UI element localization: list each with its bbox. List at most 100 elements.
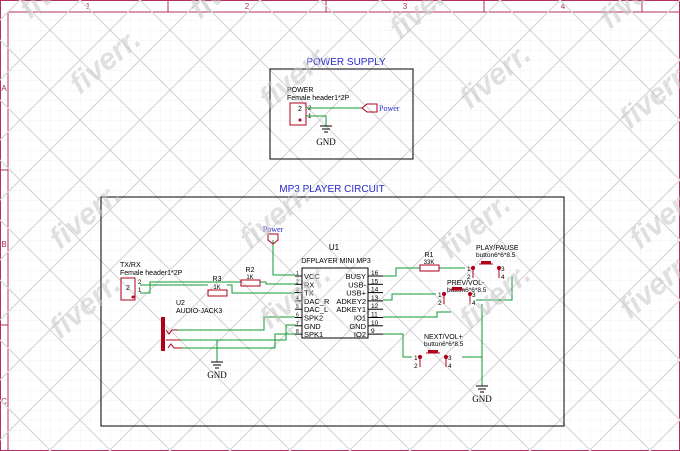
module-right-pin-num-13: 13 bbox=[371, 295, 379, 302]
power-supply-box bbox=[269, 68, 414, 160]
r2-ref: R2 bbox=[246, 267, 255, 274]
module-right-pin-name-14: USB+ bbox=[346, 289, 366, 298]
r3-ref: R3 bbox=[213, 276, 222, 283]
column-label-1: 1 bbox=[86, 2, 91, 11]
r3-body bbox=[207, 289, 228, 297]
txrx-header-pin-dot bbox=[131, 295, 135, 299]
button-1-pin-2: 2 bbox=[438, 300, 442, 307]
power-connector-pin-dot bbox=[298, 118, 302, 122]
txrx-header-pin-2-right: 2 bbox=[138, 280, 142, 286]
mp3-circuit-title: MP3 PLAYER CIRCUIT bbox=[279, 184, 384, 195]
txrx-header-value: Female header1*2P bbox=[120, 270, 183, 277]
jack-ref: U2 bbox=[176, 300, 185, 307]
module-ref: U1 bbox=[329, 243, 340, 252]
button-0-pin-1: 1 bbox=[467, 266, 471, 273]
r1-ref: R1 bbox=[425, 252, 434, 259]
module-right-pin-num-14: 14 bbox=[371, 287, 379, 294]
r2-body bbox=[240, 279, 261, 287]
module-right-pin-name-10: GND bbox=[349, 322, 366, 331]
button-0-pin-3: 3 bbox=[501, 266, 505, 273]
frame-labels: 1 2 3 4 A B C bbox=[1, 2, 566, 406]
power-connector-ref: POWER bbox=[287, 87, 313, 94]
module-right-pin-name-13: ADKEY2 bbox=[336, 297, 366, 306]
power-supply-title: POWER SUPPLY bbox=[306, 57, 386, 68]
power-connector-value: Female header1*2P bbox=[287, 95, 350, 102]
button-2-pin-3: 3 bbox=[448, 355, 452, 362]
power-net-label: Power bbox=[379, 104, 400, 113]
mp3-power-flag[interactable]: Power bbox=[263, 225, 284, 245]
power-ground-symbol bbox=[320, 125, 332, 133]
button-actuator-0 bbox=[481, 261, 491, 264]
r3-value: 1K bbox=[213, 285, 220, 291]
txrx-header-pin-2: 2 bbox=[126, 285, 130, 292]
row-label-b: B bbox=[1, 240, 6, 249]
column-label-4: 4 bbox=[561, 2, 566, 11]
txrx-header-pin-1-right: 1 bbox=[138, 288, 142, 294]
ground-right-symbol bbox=[476, 385, 488, 393]
button-value-1: button6*6*8.5 bbox=[447, 287, 487, 294]
buttons-group: PLAY/PAUSEbutton6*6*8.51234PREV/VOL-butt… bbox=[414, 245, 519, 370]
power-connector-body bbox=[289, 102, 307, 126]
button-2-pin-1: 1 bbox=[414, 355, 418, 362]
power-connector-pin-1-right: 1 bbox=[308, 114, 312, 120]
module-right-pin-num-12: 12 bbox=[371, 303, 379, 310]
audio-jack-u2[interactable]: U2 AUDIO-JACK3 bbox=[161, 300, 222, 351]
power-ground-label: GND bbox=[316, 137, 336, 147]
module-left-pin-name-1: VCC bbox=[304, 272, 320, 281]
power-supply-block: POWER SUPPLY POWER Female header1*2P 2 2… bbox=[269, 57, 414, 160]
power-connector[interactable]: POWER Female header1*2P 2 2 1 bbox=[287, 87, 350, 126]
module-right-pin-num-15: 15 bbox=[371, 278, 379, 285]
button-ref-1: PREV/VOL- bbox=[447, 280, 485, 287]
module-left-pin-num-8: 8 bbox=[296, 329, 299, 335]
resistor-r3[interactable]: R3 1K bbox=[207, 276, 228, 297]
module-left-pin-name-7: GND bbox=[304, 322, 321, 331]
button-1-pin-3: 3 bbox=[472, 292, 476, 299]
ground-left-label: GND bbox=[207, 370, 227, 380]
dfplayer-module-u1[interactable]: U1 DFPLAYER MINI MP3 VCC1RX2TX3DAC_R4DAC… bbox=[295, 243, 383, 339]
module-left-pin-num-6: 6 bbox=[296, 313, 299, 319]
module-pins: VCC1RX2TX3DAC_R4DAC_L5SPK26GND7SPK18BUSY… bbox=[295, 270, 383, 339]
button-prev-vol-[interactable]: PREV/VOL-button6*6*8.5 12 34 bbox=[438, 280, 487, 307]
row-label-a: A bbox=[1, 84, 7, 93]
txrx-header-body bbox=[120, 277, 136, 301]
module-left-pin-name-4: DAC_R bbox=[304, 297, 330, 306]
button-actuator-1 bbox=[452, 287, 462, 290]
module-right-pin-name-12: ADKEY1 bbox=[336, 305, 366, 314]
txrx-header[interactable]: TX/RX Female header1*2P 2 2 1 bbox=[120, 262, 183, 301]
module-left-pin-num-3: 3 bbox=[296, 288, 299, 294]
module-right-pin-num-16: 16 bbox=[371, 270, 379, 277]
module-right-pin-name-9: IO2 bbox=[354, 330, 366, 339]
mp3-wires bbox=[140, 240, 513, 386]
button-1-pin-4: 4 bbox=[472, 300, 476, 307]
module-body bbox=[301, 267, 369, 339]
module-right-pin-name-15: USB- bbox=[348, 280, 366, 289]
module-left-pin-name-5: DAC_L bbox=[304, 305, 328, 314]
resistor-r2[interactable]: R2 1K bbox=[240, 267, 261, 287]
button-1-pin-1: 1 bbox=[438, 292, 442, 299]
resistor-r1[interactable]: R1 33K bbox=[419, 252, 440, 272]
module-left-pin-name-6: SPK2 bbox=[304, 314, 323, 323]
row-label-c: C bbox=[1, 397, 7, 406]
power-supply-wires bbox=[306, 107, 362, 126]
module-left-pin-num-7: 7 bbox=[296, 321, 299, 327]
r1-value: 33K bbox=[424, 260, 435, 266]
ground-left-symbol bbox=[211, 361, 223, 369]
txrx-header-ref: TX/RX bbox=[120, 262, 141, 269]
button-0-pin-4: 4 bbox=[501, 274, 505, 281]
jack-sleeve bbox=[161, 317, 165, 351]
button-0-pin-2: 2 bbox=[467, 274, 471, 281]
power-net-flag[interactable]: Power bbox=[361, 103, 400, 113]
button-ref-2: NEXT/VOL+ bbox=[424, 334, 463, 341]
module-value: DFPLAYER MINI MP3 bbox=[301, 258, 371, 265]
module-left-pin-name-3: TX bbox=[304, 289, 314, 298]
module-right-pin-num-9: 9 bbox=[371, 328, 375, 335]
button-2-pin-2: 2 bbox=[414, 363, 418, 370]
module-right-pin-name-11: IO1 bbox=[354, 314, 366, 323]
button-2-pin-4: 4 bbox=[448, 363, 452, 370]
module-left-pin-name-2: RX bbox=[304, 280, 314, 289]
module-right-pin-name-16: BUSY bbox=[346, 272, 366, 281]
